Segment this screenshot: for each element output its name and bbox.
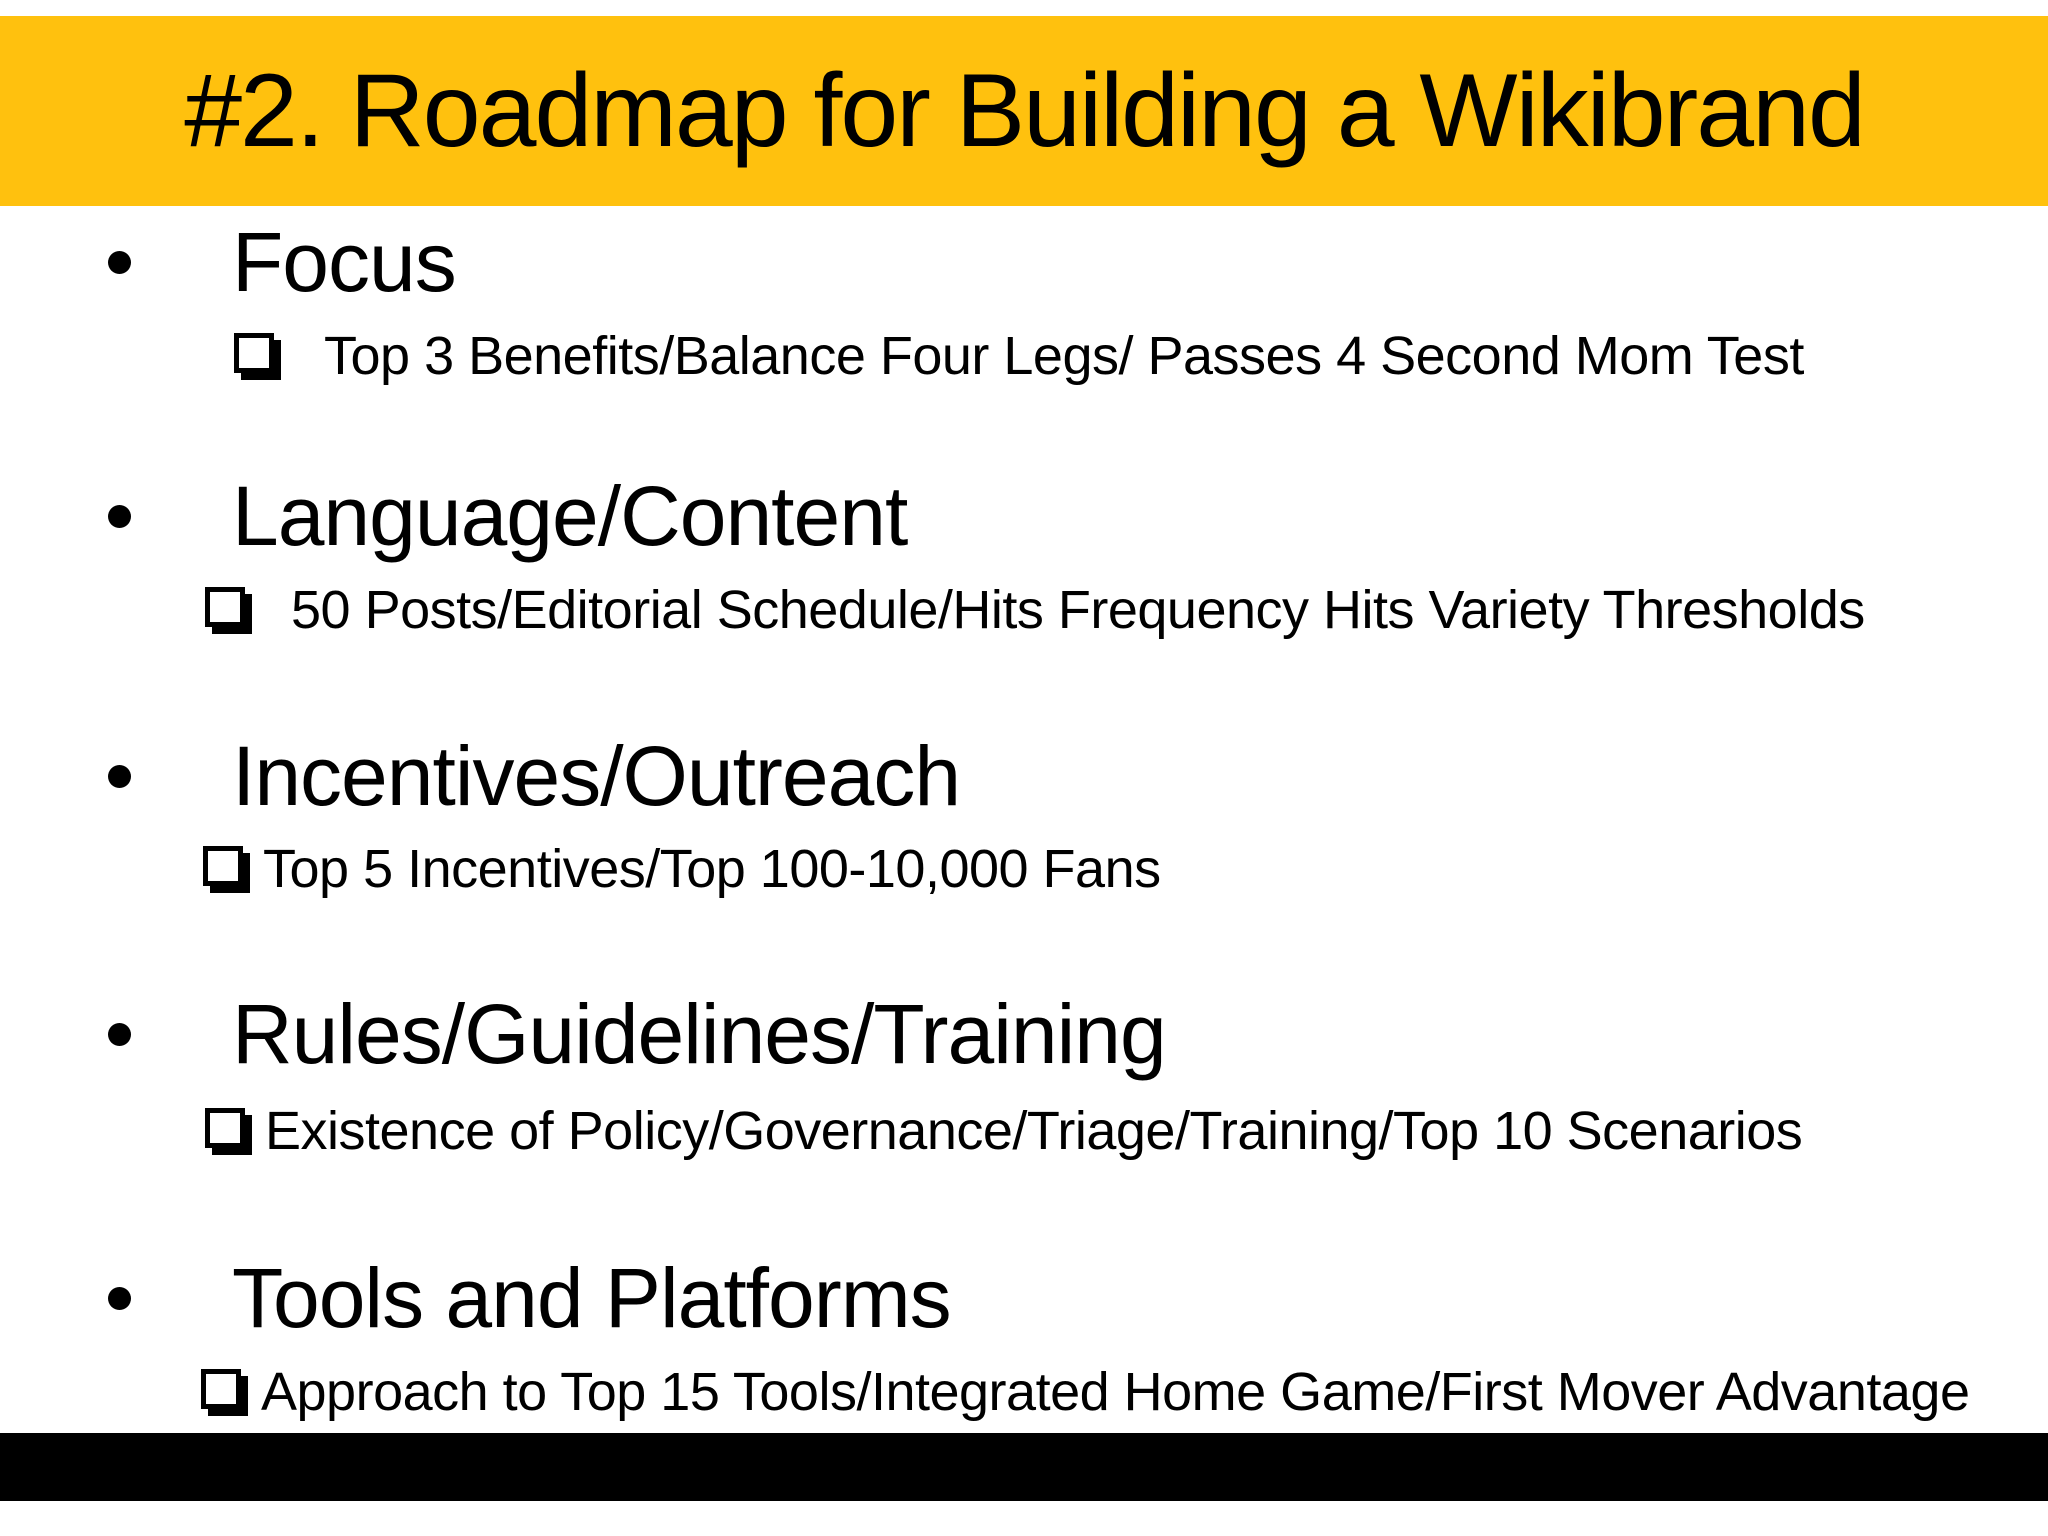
section-title: Incentives/Outreach [232,728,961,823]
sub-item: Approach to Top 15 Tools/Integrated Home… [201,1357,1970,1427]
sub-item-label: 50 Posts/Editorial Schedule/Hits Frequen… [291,580,1865,640]
list-item-rules-guidelines-training: Rules/Guidelines/Training [108,979,1167,1089]
section-title: Language/Content [232,468,908,563]
sub-item-label: Top 5 Incentives/Top 100-10,000 Fans [263,839,1161,899]
sub-item-label: Approach to Top 15 Tools/Integrated Home… [261,1362,1970,1422]
section-title: Rules/Guidelines/Training [232,986,1167,1081]
ballot-box-icon [205,1108,245,1148]
section-title: Tools and Platforms [232,1250,952,1345]
ballot-box-icon [205,587,245,627]
list-item-focus: Focus [108,207,457,317]
sub-item: Top 3 Benefits/Balance Four Legs/ Passes… [234,321,1804,391]
ballot-box-icon [234,333,274,373]
sub-item: Top 5 Incentives/Top 100-10,000 Fans [203,834,1161,904]
bullet-dot-icon [108,504,131,528]
slide-title: #2. Roadmap for Building a Wikibrand [184,52,1866,169]
section-title: Focus [232,214,457,309]
sub-item-label: Top 3 Benefits/Balance Four Legs/ Passes… [324,326,1804,386]
ballot-box-icon [203,846,243,886]
bullet-dot-icon [108,250,131,274]
ballot-box-icon [201,1369,241,1409]
bullet-dot-icon [108,764,131,788]
list-item-tools-platforms: Tools and Platforms [108,1243,952,1353]
sub-item-label: Existence of Policy/Governance/Triage/Tr… [265,1101,1803,1161]
bullet-dot-icon [108,1286,131,1310]
sub-item: Existence of Policy/Governance/Triage/Tr… [205,1096,1803,1166]
list-item-incentives-outreach: Incentives/Outreach [108,721,961,831]
title-banner: #2. Roadmap for Building a Wikibrand [0,16,2048,206]
letterbox-bar [0,1433,2048,1501]
sub-item: 50 Posts/Editorial Schedule/Hits Frequen… [205,575,1865,645]
list-item-language-content: Language/Content [108,461,908,571]
bullet-dot-icon [108,1022,131,1046]
